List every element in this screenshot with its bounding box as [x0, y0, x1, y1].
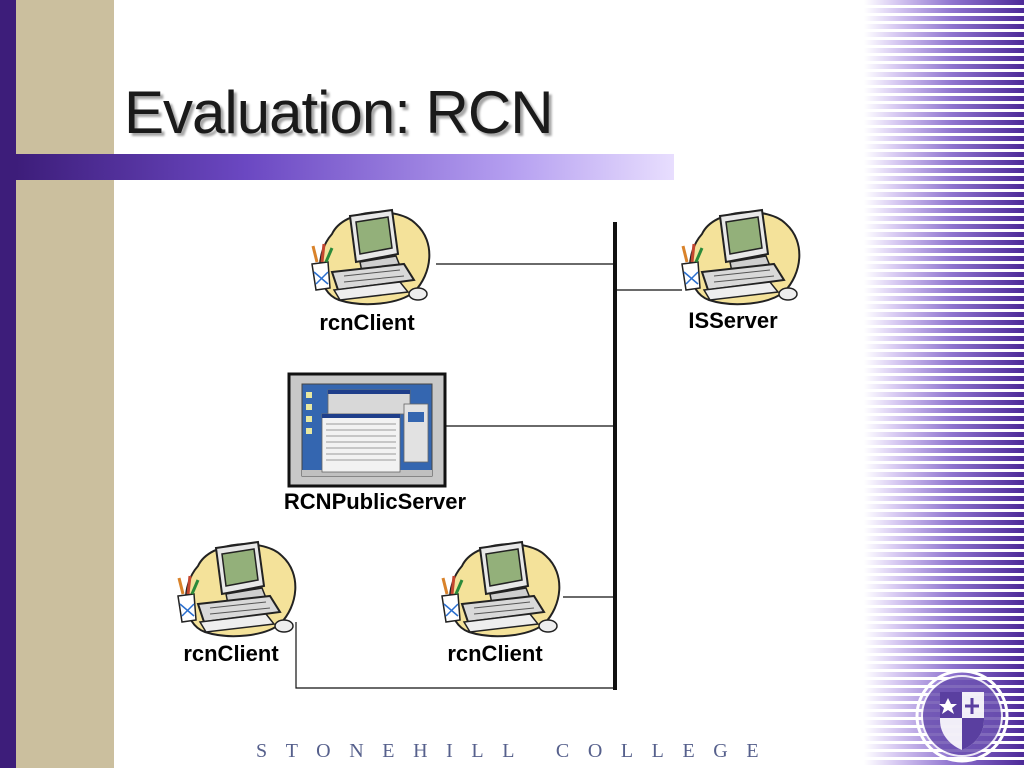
- computer-icon: [310, 208, 431, 306]
- node-label-isserver: ISServer: [688, 308, 778, 333]
- node-label-rcnclient-bottom-left: rcnClient: [183, 641, 279, 666]
- left-tan-band: [16, 0, 114, 768]
- slide-title: Evaluation: RCN: [124, 79, 554, 146]
- computer-icon: [680, 208, 801, 306]
- left-accent-bar: [0, 0, 16, 768]
- monitor-screenshot-icon: [287, 372, 447, 488]
- college-seal-icon: [915, 669, 1009, 763]
- node-label-rcnpublicserver: RCNPublicServer: [283, 489, 467, 514]
- node-label-rcnclient-bottom-middle: rcnClient: [447, 641, 543, 666]
- title-underline-bar: [16, 154, 674, 180]
- link-rcnclient-bottom-left: [295, 622, 613, 689]
- node-label-rcnclient-top: rcnClient: [319, 310, 415, 335]
- computer-icon: [176, 540, 297, 638]
- right-striped-band: [864, 0, 1024, 768]
- footer-college-name: STONEHILL COLLEGE: [256, 740, 778, 762]
- computer-icon: [440, 540, 561, 638]
